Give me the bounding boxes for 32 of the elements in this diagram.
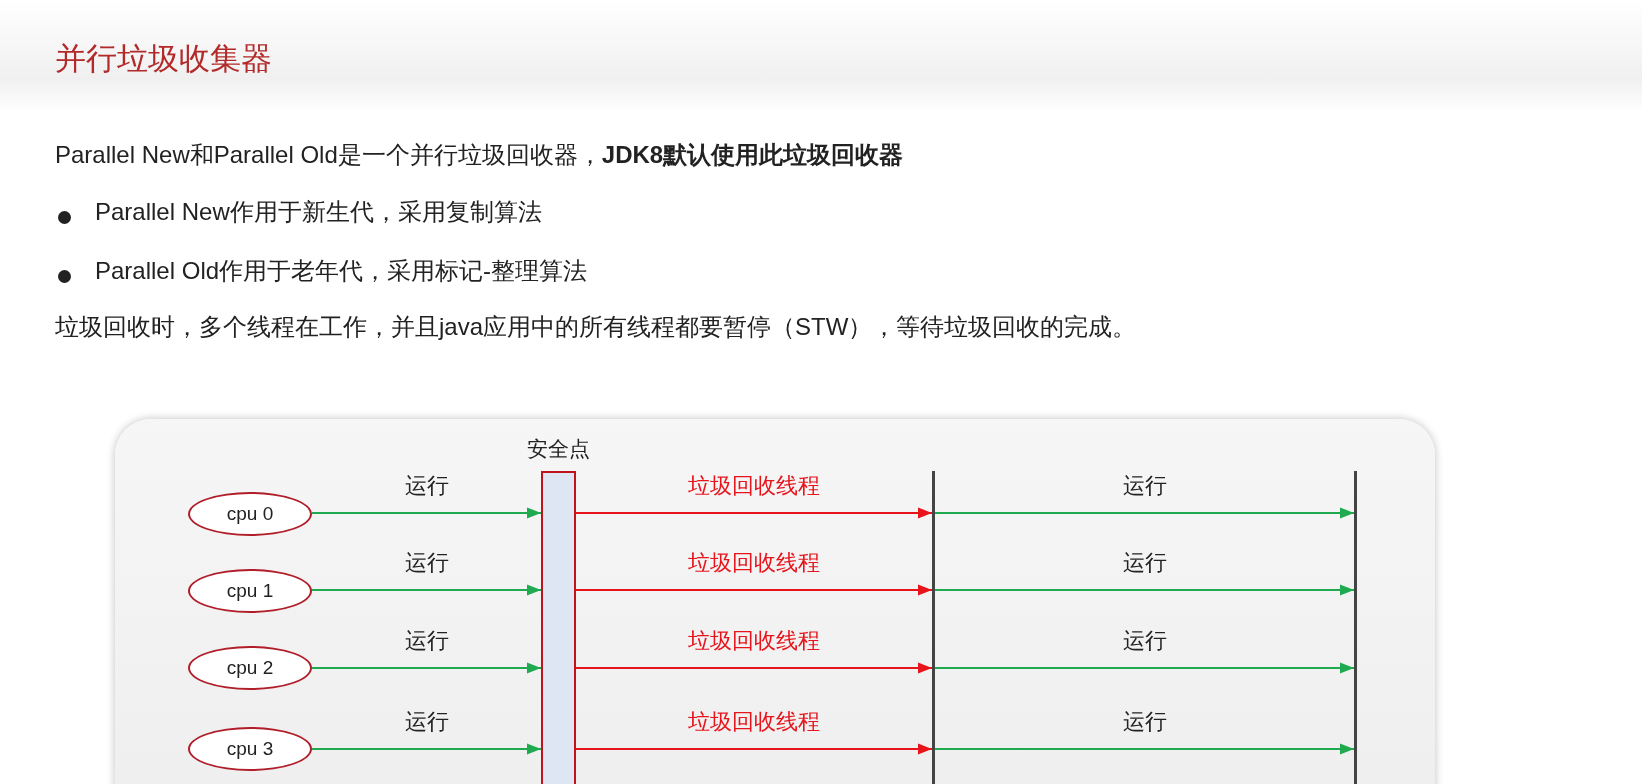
arrow [934, 507, 1355, 519]
arrow [934, 584, 1355, 596]
edge-label: 垃圾回收线程 [687, 708, 821, 736]
slide-title: 并行垃圾收集器 [55, 40, 272, 78]
arrow [575, 584, 933, 596]
edge-label: 运行 [403, 708, 450, 736]
edge-label: 运行 [1121, 549, 1168, 577]
arrow [575, 662, 933, 674]
arrow [575, 507, 933, 519]
edge-label: 垃圾回收线程 [687, 549, 821, 577]
timeline-line [932, 471, 935, 784]
arrow [311, 507, 542, 519]
edge-label: 垃圾回收线程 [687, 472, 821, 500]
paragraph-text: 垃圾回收时，多个线程在工作，并且java应用中的所有线程都要暂停（STW），等待垃圾回收的完成。 [55, 312, 1137, 342]
bullet-text: Parallel New作用于新生代，采用复制算法 [95, 197, 542, 227]
edge-label: 运行 [403, 627, 450, 655]
timeline-line [1354, 471, 1357, 784]
arrow [311, 743, 542, 755]
arrow [934, 662, 1355, 674]
arrow [934, 743, 1355, 755]
edge-label: 运行 [1121, 708, 1168, 736]
edge-label: 运行 [1121, 472, 1168, 500]
bullet-text: Parallel Old作用于老年代，采用标记-整理算法 [95, 256, 588, 286]
edge-label: 运行 [1121, 627, 1168, 655]
bar-heading: 安全点 [527, 436, 590, 462]
arrow [311, 584, 542, 596]
arrow [575, 743, 933, 755]
paragraph-text: Parallel New和Parallel Old是一个并行垃圾回收器，JDK8默认使用此垃圾回收器 [55, 140, 904, 170]
edge-label: 运行 [403, 472, 450, 500]
arrow [311, 662, 542, 674]
edge-label: 垃圾回收线程 [687, 627, 821, 655]
edge-label: 运行 [403, 549, 450, 577]
